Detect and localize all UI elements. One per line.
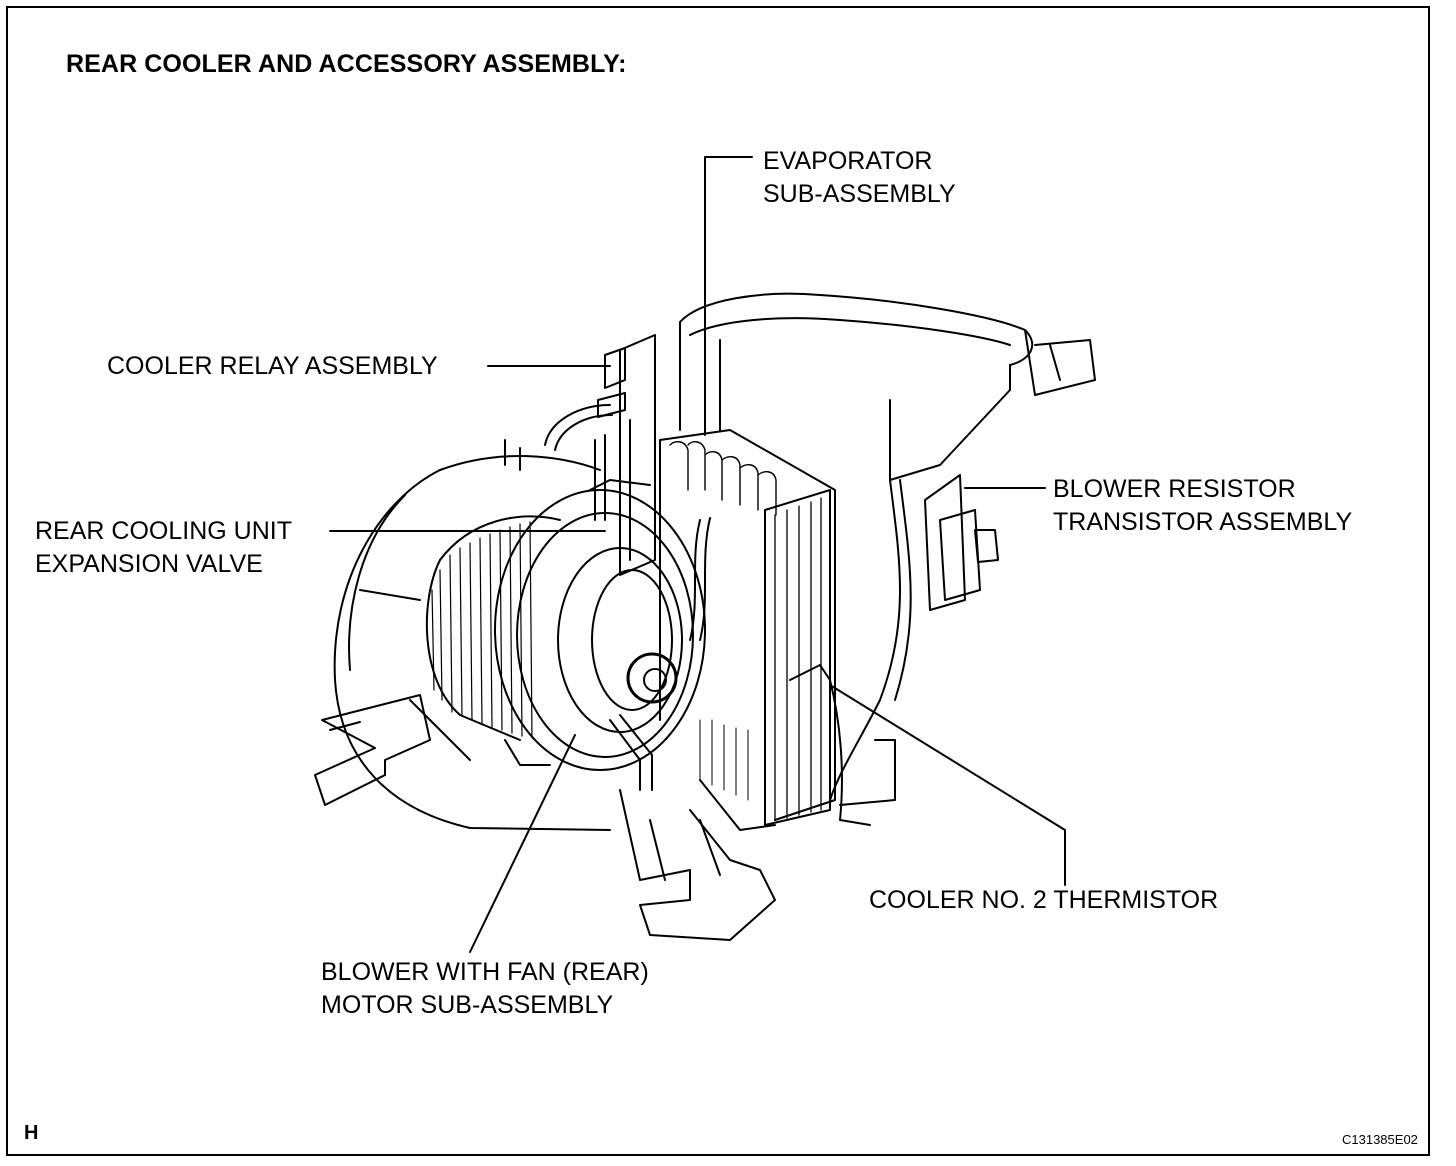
label-blower-motor: BLOWER WITH FAN (REAR) MOTOR SUB-ASSEMBL…	[321, 958, 649, 1019]
blower-housing-outline	[333, 439, 611, 831]
left-bracket	[314, 694, 431, 806]
label-evaporator: EVAPORATOR SUB-ASSEMBLY	[763, 147, 956, 208]
diagram-frame	[6, 6, 1430, 1156]
upper-case	[679, 292, 1096, 481]
label-blower-resistor: BLOWER RESISTOR TRANSISTOR ASSEMBLY	[1053, 475, 1353, 536]
label-expansion-valve: REAR COOLING UNIT EXPANSION VALVE	[35, 517, 292, 578]
corner-mark: H	[24, 1122, 39, 1144]
lower-case	[699, 479, 912, 831]
blower-resistor	[924, 474, 999, 611]
figure-code: C131385E02	[1342, 1132, 1418, 1147]
fan-wheel	[425, 515, 561, 741]
diagram-title: REAR COOLER AND ACCESSORY ASSEMBLY:	[66, 50, 627, 78]
relay-bracket	[597, 334, 656, 576]
label-cooler-relay: COOLER RELAY ASSEMBLY	[107, 352, 438, 380]
leader-lines	[329, 156, 1066, 953]
bottom-bracket	[619, 789, 776, 941]
evaporator-core	[659, 429, 871, 826]
label-thermistor: COOLER NO. 2 THERMISTOR	[869, 886, 1219, 914]
blower-motor	[494, 479, 706, 771]
